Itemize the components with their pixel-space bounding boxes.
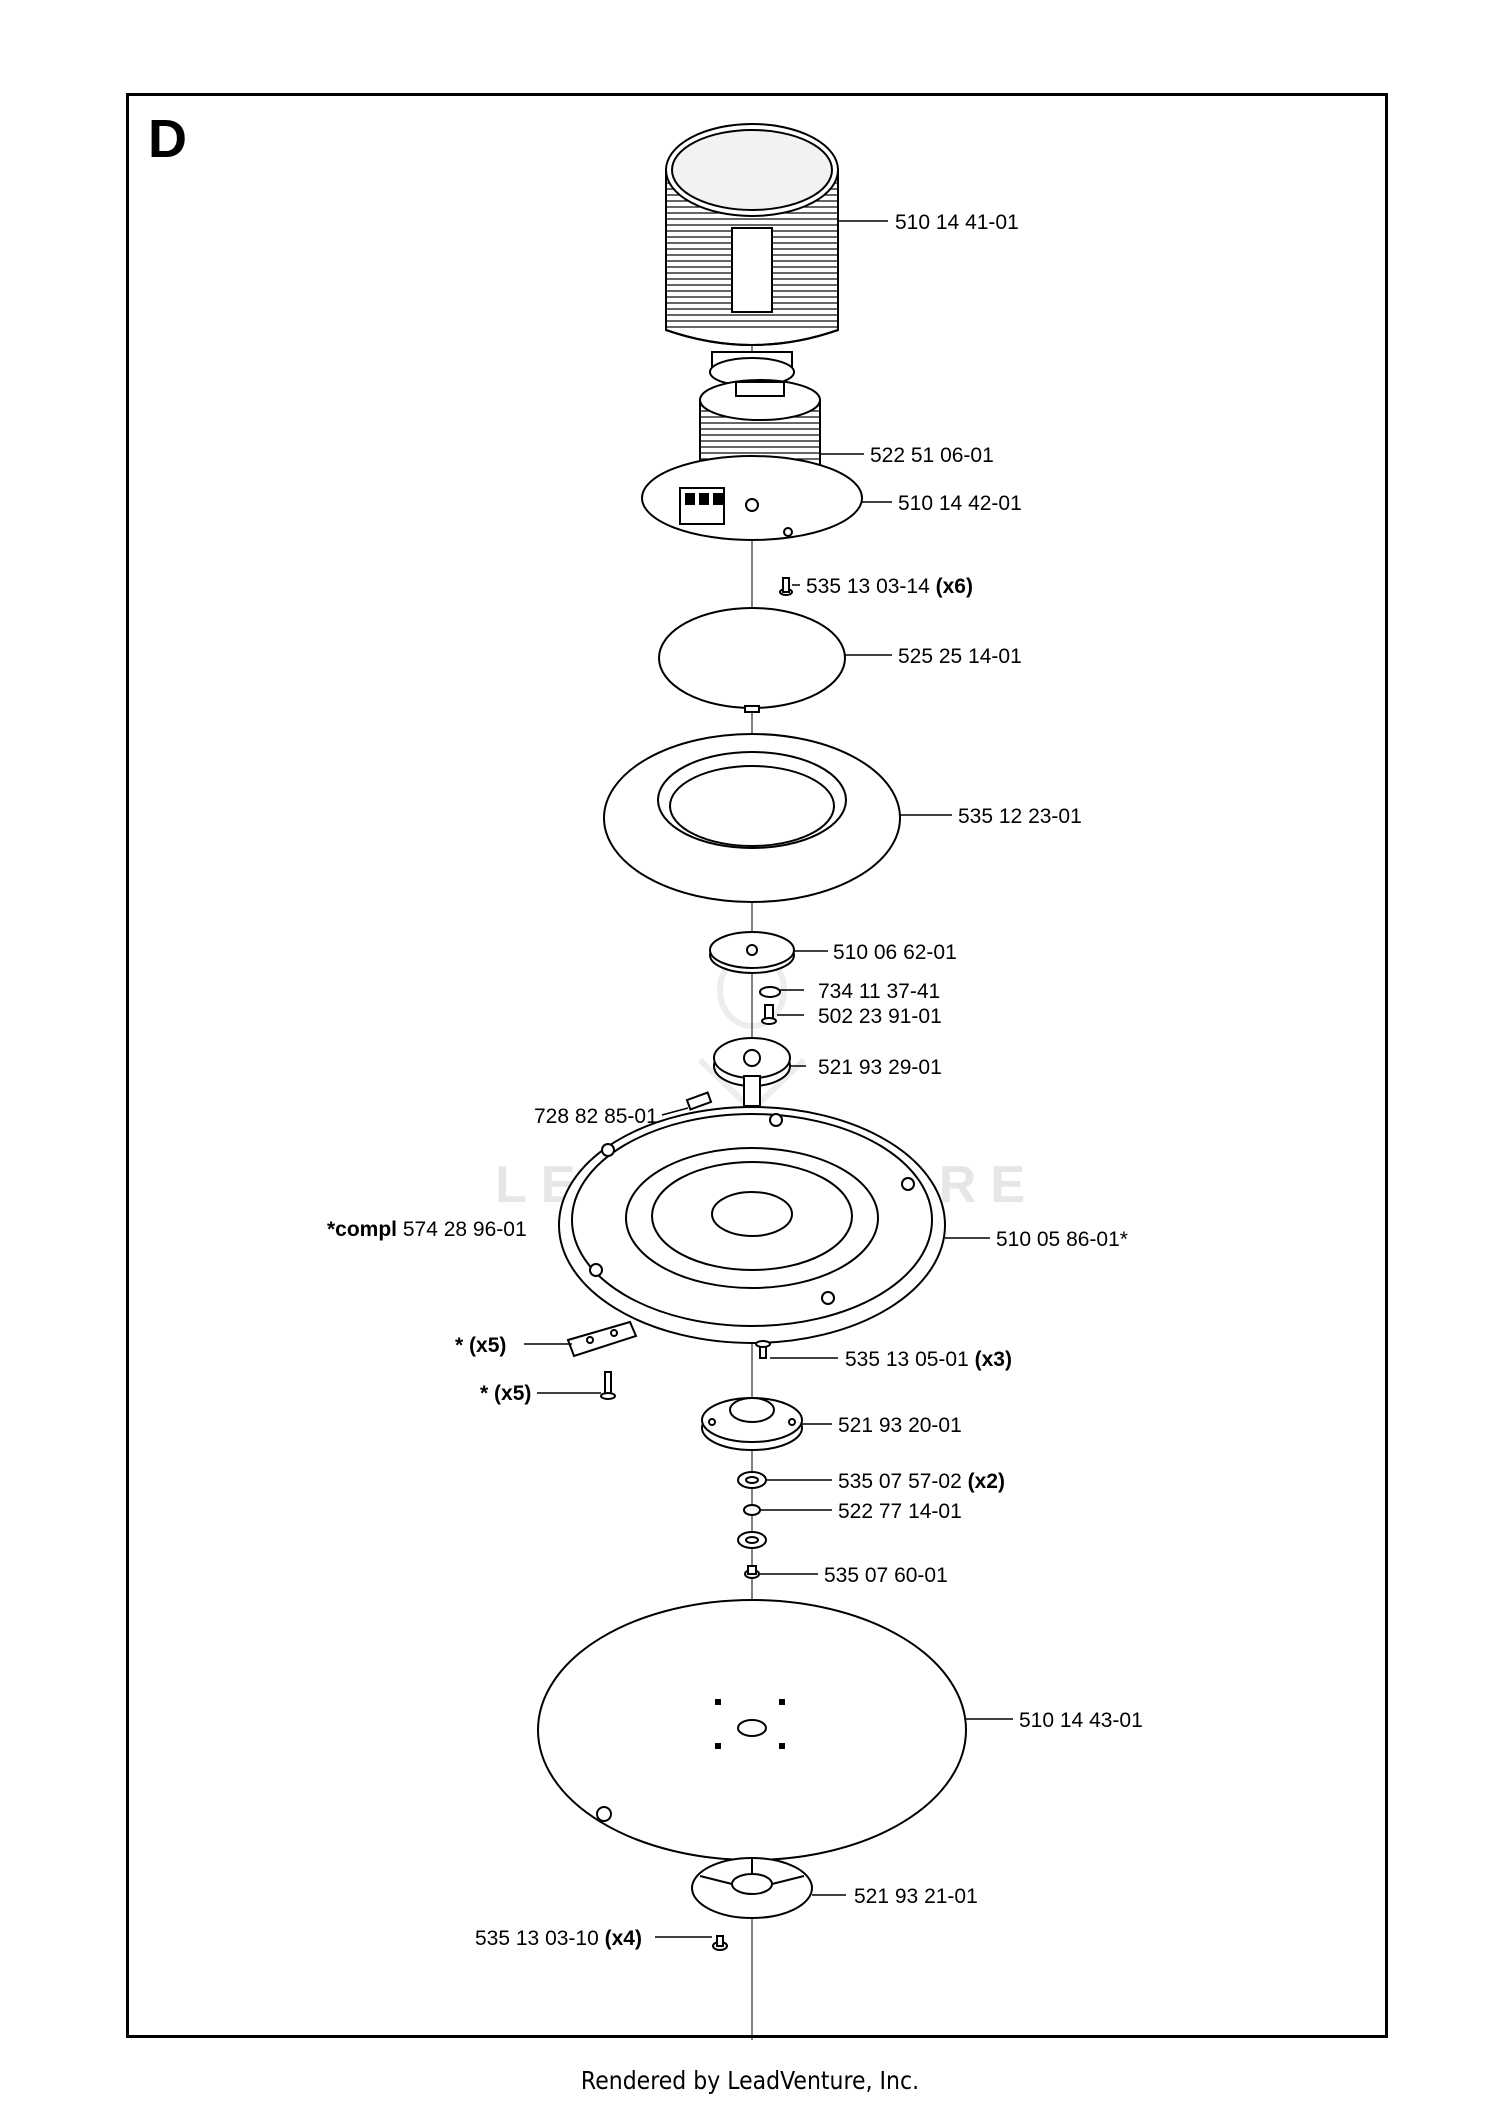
part-gasket[interactable]: [658, 607, 846, 713]
label-510-14-41-01[interactable]: 510 14 41-01: [895, 211, 1019, 234]
part-blade-screw[interactable]: [600, 1371, 616, 1400]
part-screw-502[interactable]: [761, 1004, 777, 1025]
part-screw-535-13-03-14[interactable]: [779, 577, 793, 596]
label-502-23-91-01[interactable]: 502 23 91-01: [818, 1005, 942, 1028]
label-535-13-03-14[interactable]: 535 13 03-14 (x6): [806, 575, 973, 598]
label-510-14-42-01[interactable]: 510 14 42-01: [898, 492, 1022, 515]
part-ring-plate[interactable]: [603, 733, 901, 903]
label-728-82-85-01[interactable]: 728 82 85-01: [534, 1105, 658, 1128]
label-blade-x5[interactable]: * (x5): [455, 1334, 506, 1357]
part-bearing-upper[interactable]: [737, 1471, 767, 1489]
label-734-11-37-41[interactable]: 734 11 37-41: [818, 980, 940, 1003]
part-base-plate[interactable]: [558, 1106, 946, 1344]
label-525-25-14-01[interactable]: 525 25 14-01: [898, 645, 1022, 668]
label-521-93-29-01[interactable]: 521 93 29-01: [818, 1056, 942, 1079]
label-522-51-06-01[interactable]: 522 51 06-01: [870, 444, 994, 467]
label-510-14-43-01[interactable]: 510 14 43-01: [1019, 1709, 1143, 1732]
label-535-07-57-02[interactable]: 535 07 57-02 (x2): [838, 1470, 1005, 1493]
part-hub[interactable]: [713, 1037, 791, 1107]
label-535-13-03-10[interactable]: 535 13 03-10 (x4): [475, 1927, 642, 1950]
label-521-93-21-01[interactable]: 521 93 21-01: [854, 1885, 978, 1908]
section-letter: D: [148, 109, 187, 169]
part-set-screw[interactable]: [685, 1091, 713, 1111]
label-compl-574-28-96-01[interactable]: *compl 574 28 96-01: [327, 1218, 527, 1241]
part-hub-disc[interactable]: [709, 931, 795, 974]
diagram-frame: [126, 93, 1388, 2038]
label-535-07-60-01[interactable]: 535 07 60-01: [824, 1564, 948, 1587]
part-bearing-housing[interactable]: [701, 1397, 803, 1451]
part-screw-535-13-05-01[interactable]: [755, 1340, 771, 1359]
label-510-06-62-01[interactable]: 510 06 62-01: [833, 941, 957, 964]
label-522-77-14-01[interactable]: 522 77 14-01: [838, 1500, 962, 1523]
label-535-12-23-01[interactable]: 535 12 23-01: [958, 805, 1082, 828]
part-guard-disc[interactable]: [537, 1599, 967, 1861]
part-blade[interactable]: [566, 1320, 638, 1358]
part-screw-535-13-03-10[interactable]: [712, 1935, 728, 1951]
part-bottom-hub[interactable]: [691, 1857, 813, 1919]
part-labels: 510 14 41-01 522 51 06-01 510 14 42-01 5…: [327, 211, 1143, 1950]
label-510-05-86-01[interactable]: 510 05 86-01*: [996, 1228, 1128, 1251]
footer-credit: Rendered by LeadVenture, Inc.: [580, 2066, 920, 2095]
label-521-93-20-01[interactable]: 521 93 20-01: [838, 1414, 962, 1437]
leader-lines: [524, 220, 1013, 1938]
part-circuit-plate[interactable]: [641, 455, 863, 541]
part-bearing-lower[interactable]: [737, 1531, 767, 1549]
label-535-13-05-01[interactable]: 535 13 05-01 (x3): [845, 1348, 1012, 1371]
part-washer-734[interactable]: [759, 986, 781, 998]
part-spacer[interactable]: [743, 1504, 761, 1516]
part-nut[interactable]: [744, 1565, 760, 1579]
label-blade-screw-x5[interactable]: * (x5): [480, 1382, 531, 1405]
part-top-cover[interactable]: [665, 123, 839, 346]
